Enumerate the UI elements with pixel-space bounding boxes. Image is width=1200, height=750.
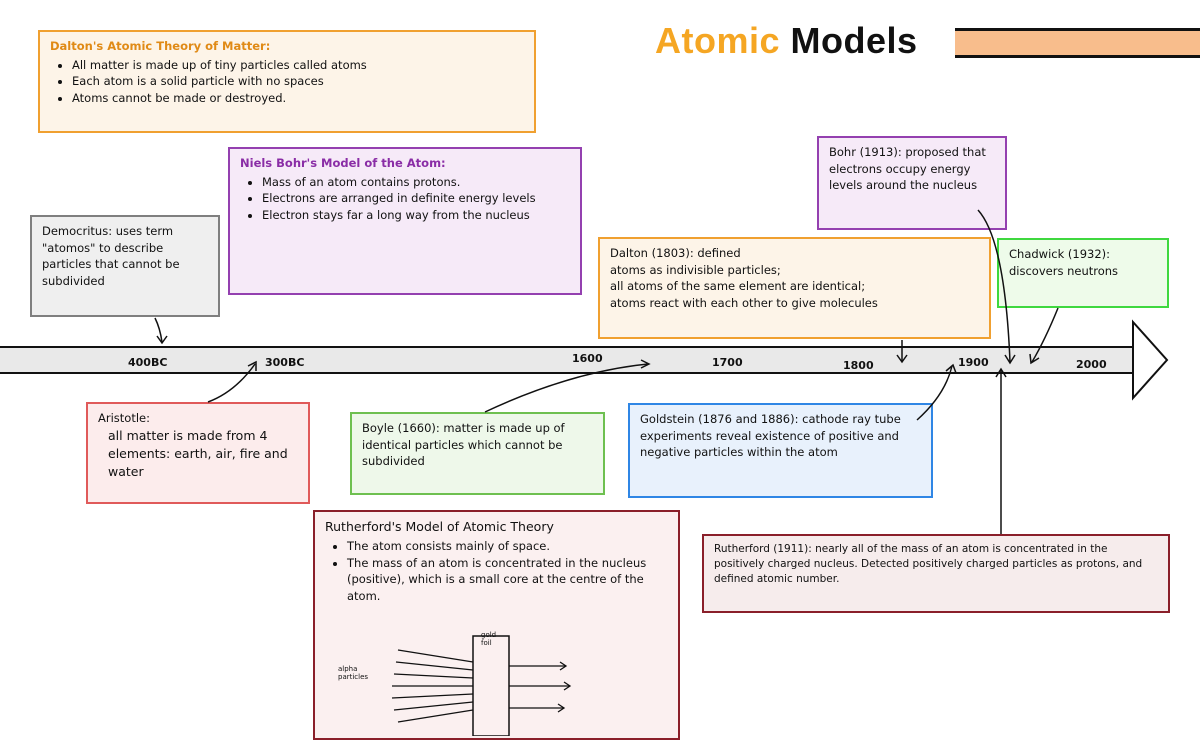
- title-word-atomic: Atomic: [655, 20, 781, 61]
- dalton-1803-line: Dalton (1803): defined: [610, 246, 741, 260]
- gold-foil-diagram: gold foil alpha particles: [338, 631, 578, 737]
- timeline-bar: [0, 346, 1135, 374]
- timeline-label-1800: 1800: [843, 359, 874, 372]
- dalton-theory-list: All matter is made up of tiny particles …: [50, 57, 524, 107]
- timeline-label-1600: 1600: [572, 352, 603, 365]
- aristotle-arrow-head: [247, 360, 257, 371]
- timeline-label-1700: 1700: [712, 356, 743, 369]
- dalton-theory-point: Each atom is a solid particle with no sp…: [72, 73, 524, 90]
- aristotle-box: Aristotle: all matter is made from 4 ele…: [86, 402, 310, 504]
- alpha-particles-label: alpha particles: [338, 665, 369, 681]
- bohr-model-heading: Niels Bohr's Model of the Atom:: [240, 156, 446, 170]
- dalton-1803-arrow-head: [896, 354, 908, 364]
- boyle-arrow: [484, 363, 649, 413]
- dalton-theory-point: All matter is made up of tiny particles …: [72, 57, 524, 74]
- chadwick-box: Chadwick (1932): discovers neutrons: [997, 238, 1169, 308]
- timeline-label-300bc: 300BC: [265, 356, 305, 369]
- goldstein-text: Goldstein (1876 and 1886): cathode ray t…: [640, 412, 901, 460]
- chadwick-arrow-head: [1029, 353, 1040, 365]
- aristotle-arrow: [207, 363, 256, 403]
- dalton-1803-line: atoms as indivisible particles;: [610, 262, 781, 277]
- chadwick-arrow: [1031, 307, 1059, 363]
- rutherford-model-point: The atom consists mainly of space.: [347, 538, 668, 555]
- dalton-1803-box: Dalton (1803): defined atoms as indivisi…: [598, 237, 991, 339]
- alpha-particle-paths: [391, 649, 572, 723]
- rutherford-model-heading: Rutherford's Model of Atomic Theory: [325, 519, 554, 534]
- rutherford-1911-box: Rutherford (1911): nearly all of the mas…: [702, 534, 1170, 613]
- bohr-1913-box: Bohr (1913): proposed that electrons occ…: [817, 136, 1007, 230]
- rutherford-model-box: Rutherford's Model of Atomic Theory The …: [313, 510, 680, 740]
- aristotle-heading: Aristotle:: [98, 411, 150, 425]
- rutherford-model-point: The mass of an atom is concentrated in t…: [347, 555, 668, 605]
- title-word-models: Models: [790, 20, 918, 61]
- rutherford-model-list: The atom consists mainly of space. The m…: [325, 538, 668, 605]
- page-title: Atomic Models: [655, 20, 918, 62]
- bohr-1913-arrow-head: [1004, 354, 1016, 365]
- rutherford-1911-arrow-head: [995, 367, 1007, 378]
- boyle-box: Boyle (1660): matter is made up of ident…: [350, 412, 605, 495]
- timeline-label-2000: 2000: [1076, 358, 1107, 371]
- bohr-model-list: Mass of an atom contains protons. Electr…: [240, 174, 570, 224]
- bohr-model-point: Electron stays far a long way from the n…: [262, 207, 570, 224]
- goldstein-arrow: [916, 365, 953, 421]
- dalton-theory-box: Dalton's Atomic Theory of Matter: All ma…: [38, 30, 536, 133]
- title-underline-bar: [955, 28, 1200, 58]
- dalton-theory-heading: Dalton's Atomic Theory of Matter:: [50, 39, 271, 53]
- goldstein-box: Goldstein (1876 and 1886): cathode ray t…: [628, 403, 933, 498]
- democritus-arrow: [154, 317, 163, 343]
- bohr-model-box: Niels Bohr's Model of the Atom: Mass of …: [228, 147, 582, 295]
- rutherford-1911-text: Rutherford (1911): nearly all of the mas…: [714, 543, 1143, 586]
- democritus-text: Democritus: uses term "atomos" to descri…: [42, 224, 180, 289]
- bohr-1913-text: Bohr (1913): proposed that electrons occ…: [829, 145, 986, 193]
- democritus-box: Democritus: uses term "atomos" to descri…: [30, 215, 220, 317]
- goldstein-arrow-head: [945, 363, 957, 374]
- timeline-label-400bc: 400BC: [128, 356, 168, 369]
- bohr-model-point: Electrons are arranged in definite energ…: [262, 190, 570, 207]
- aristotle-text: all matter is made from 4 elements: eart…: [108, 427, 288, 479]
- boyle-text: Boyle (1660): matter is made up of ident…: [362, 421, 565, 469]
- dalton-1803-line: all atoms of the same element are identi…: [610, 279, 866, 294]
- bohr-model-point: Mass of an atom contains protons.: [262, 174, 570, 191]
- timeline-arrowhead: [1132, 319, 1169, 401]
- timeline-label-1900: 1900: [958, 356, 989, 369]
- democritus-arrow-head: [156, 335, 168, 345]
- dalton-theory-point: Atoms cannot be made or destroyed.: [72, 90, 524, 107]
- connector-arrows: [154, 209, 1059, 534]
- bohr-1913-arrow: [977, 209, 1011, 363]
- dalton-1803-line: atoms react with each other to give mole…: [610, 296, 878, 311]
- chadwick-text: Chadwick (1932): discovers neutrons: [1009, 247, 1119, 278]
- gold-foil-label: gold foil: [481, 631, 497, 647]
- boyle-arrow-head: [640, 359, 651, 369]
